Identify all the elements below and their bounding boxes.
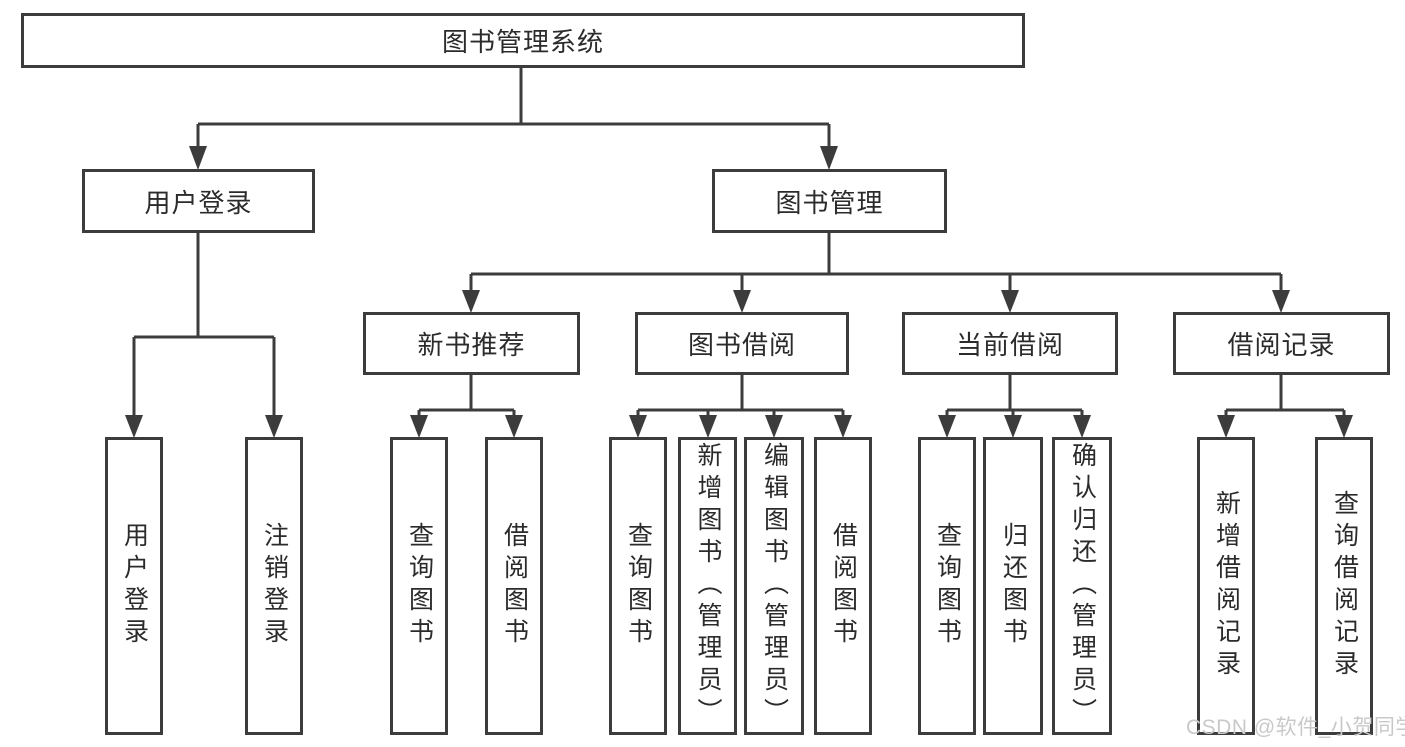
leaf-records-add-borrow-record: 新增借阅记录	[1197, 437, 1255, 735]
leaf-current-query-book: 查询图书	[918, 437, 976, 735]
leaf-borrow-borrow-book: 借阅图书	[814, 437, 872, 735]
leaf-label: 确认归还（管理员）	[1068, 442, 1097, 730]
leaf-recommend-query-book: 查询图书	[390, 437, 448, 735]
leaf-label: 注销登录	[260, 522, 289, 650]
leaf-borrow-query-book: 查询图书	[609, 437, 667, 735]
leaf-label: 查询图书	[405, 522, 434, 650]
leaf-label: 新增借阅记录	[1212, 490, 1241, 682]
leaf-user-login: 用户登录	[105, 437, 163, 735]
group-label: 借阅记录	[1227, 330, 1336, 360]
group-new-book-recommend: 新书推荐	[363, 312, 580, 375]
group-current-borrow: 当前借阅	[902, 312, 1118, 375]
group-label: 新书推荐	[417, 330, 526, 360]
leaf-borrow-edit-book-admin: 编辑图书（管理员）	[744, 437, 804, 735]
leaf-label: 借阅图书	[829, 522, 858, 650]
branch-book-management: 图书管理	[712, 169, 947, 233]
group-label: 当前借阅	[955, 330, 1064, 360]
leaf-logout: 注销登录	[245, 437, 303, 735]
leaf-label: 查询图书	[624, 522, 653, 650]
leaf-label: 新增图书（管理员）	[694, 442, 722, 730]
leaf-label: 编辑图书（管理员）	[760, 442, 789, 730]
leaf-borrow-add-book-admin: 新增图书（管理员）	[678, 437, 737, 735]
group-borrow-records: 借阅记录	[1173, 312, 1390, 375]
leaf-label: 归还图书	[999, 522, 1028, 650]
branch-label: 图书管理	[775, 187, 884, 218]
leaf-current-return-book: 归还图书	[983, 437, 1043, 735]
csdn-watermark: CSDN @软件_小贺同学	[1186, 716, 1405, 739]
leaf-current-confirm-return-admin: 确认归还（管理员）	[1052, 437, 1112, 735]
branch-label: 用户登录	[144, 187, 253, 218]
root-node-label: 图书管理系统	[441, 27, 604, 57]
leaf-label: 借阅图书	[500, 522, 529, 650]
leaf-label: 查询借阅记录	[1330, 490, 1359, 682]
branch-user-login: 用户登录	[82, 169, 315, 233]
arrowhead-icons	[125, 146, 1353, 438]
leaf-records-query-borrow-record: 查询借阅记录	[1315, 437, 1373, 735]
leaf-label: 查询图书	[933, 522, 962, 650]
group-label: 图书借阅	[687, 330, 796, 360]
leaf-label: 用户登录	[120, 522, 149, 650]
leaf-recommend-borrow-book: 借阅图书	[485, 437, 543, 735]
root-node-system: 图书管理系统	[21, 13, 1025, 68]
group-book-borrow: 图书借阅	[635, 312, 849, 375]
